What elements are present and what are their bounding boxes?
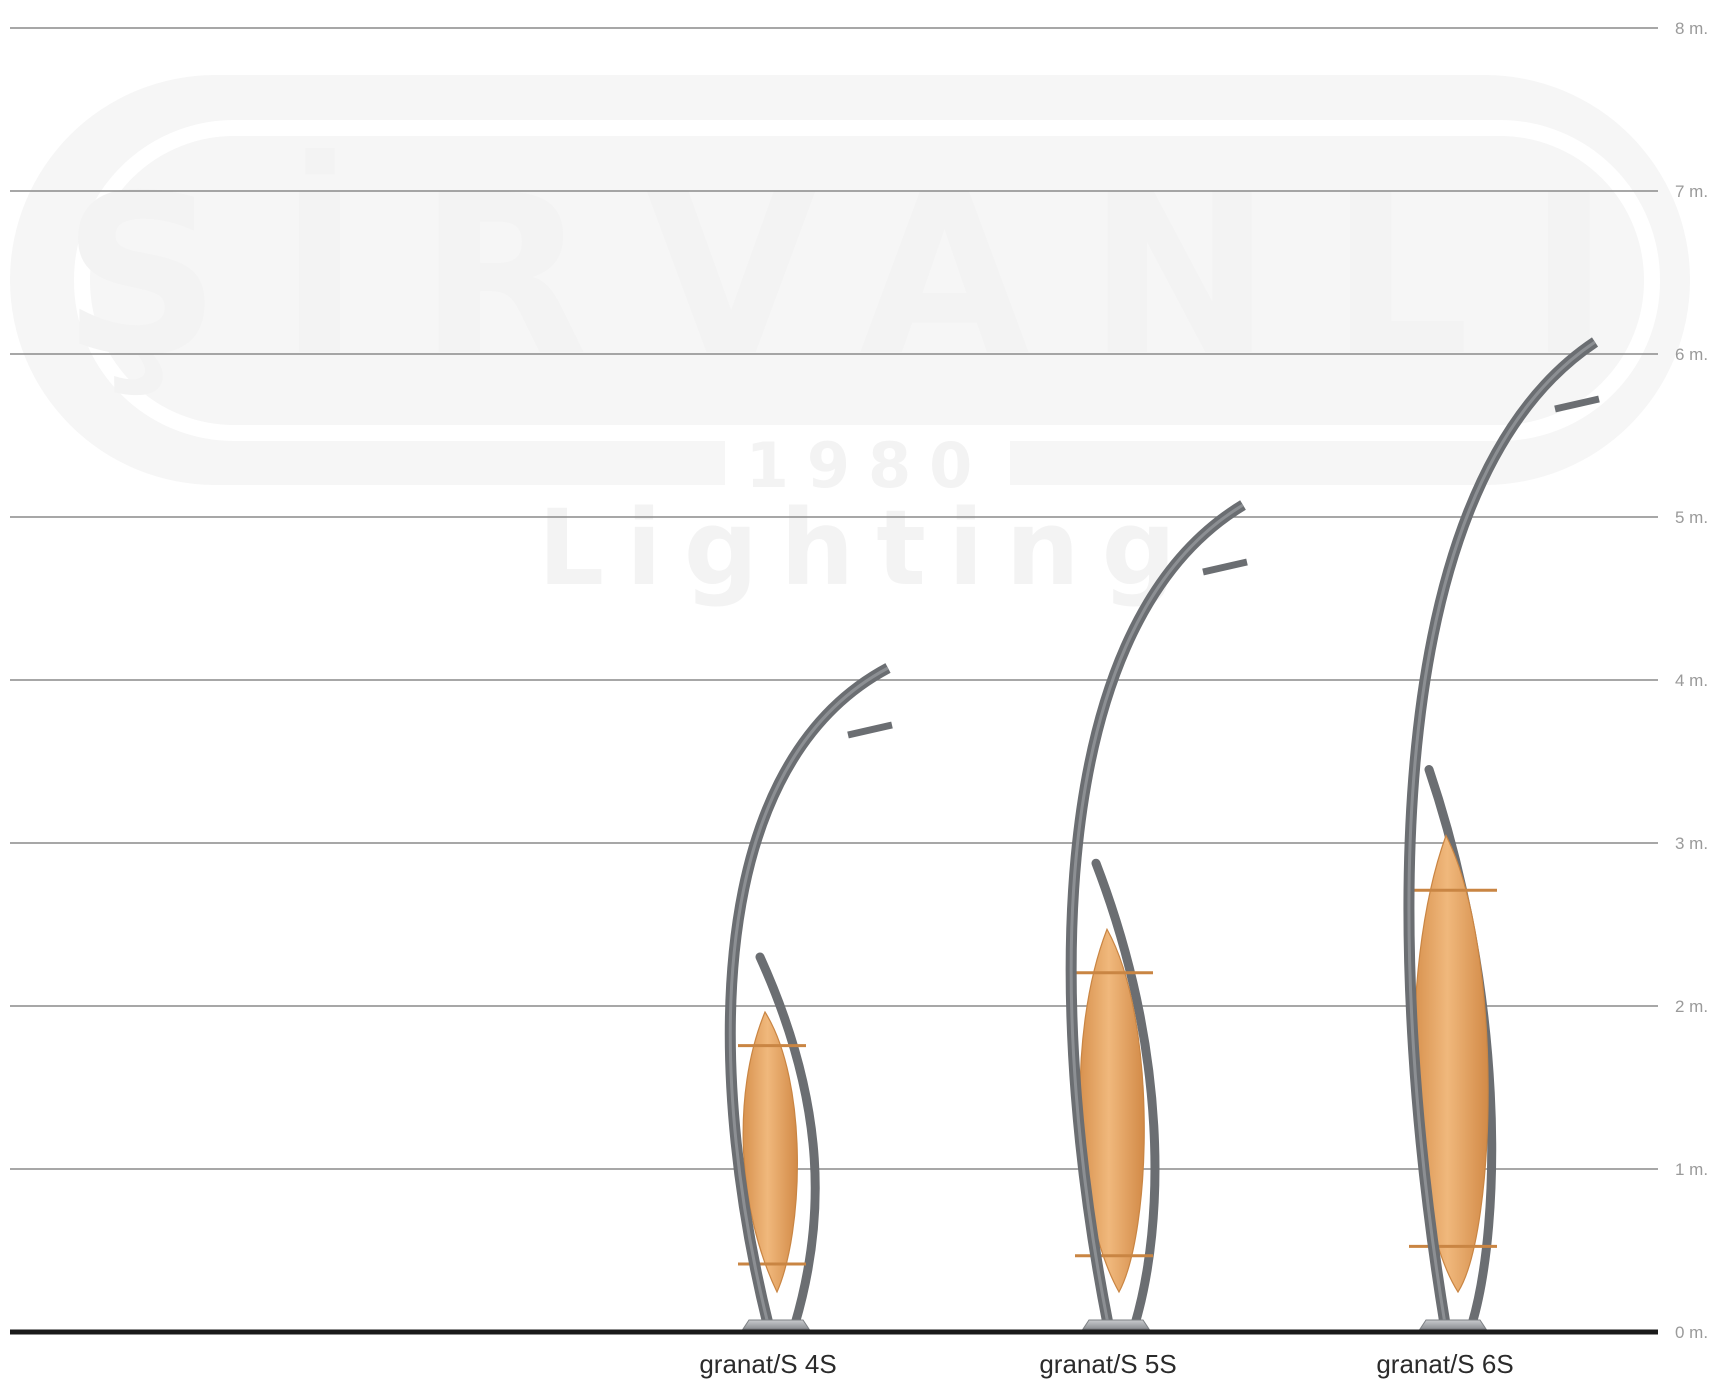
pole-highlight (1069, 503, 1244, 1325)
level-label: 8 m. (1675, 19, 1708, 38)
wood-panel (1079, 927, 1145, 1294)
pole-labels: granat/S 4S granat/S 5S granat/S 6S (699, 1349, 1513, 1379)
height-grid: 0 m. 1 m. 2 m. 3 m. 4 m. 5 m. 6 m. 7 m. 8 m. (10, 19, 1708, 1342)
level-label: 6 m. (1675, 345, 1708, 364)
lamp-arm (1554, 395, 1600, 413)
lamp-arm (847, 721, 893, 739)
pole-highlight (1407, 340, 1596, 1325)
wood-panel (742, 1010, 798, 1294)
pole-rib (1091, 858, 1160, 1329)
pole-rib (755, 952, 820, 1329)
level-label: 1 m. (1675, 1160, 1708, 1179)
pole-4m (724, 663, 893, 1330)
level-label: 2 m. (1675, 997, 1708, 1016)
level-label: 0 m. (1675, 1323, 1708, 1342)
level-label: 3 m. (1675, 834, 1708, 853)
base-plate (1082, 1319, 1150, 1330)
base-plate (1419, 1319, 1487, 1330)
level-label: 4 m. (1675, 671, 1708, 690)
pole-label: granat/S 6S (1376, 1349, 1513, 1379)
pole-highlight (728, 666, 889, 1325)
watermark-tagline: Lighting (538, 487, 1198, 609)
pole-5m (1065, 500, 1248, 1330)
watermark-year: 1980 (746, 429, 991, 502)
pole-label: granat/S 4S (699, 1349, 836, 1379)
level-label: 5 m. (1675, 508, 1708, 527)
lamp-arm (1202, 558, 1248, 576)
pole-6m (1403, 337, 1600, 1330)
base-plate (742, 1319, 810, 1330)
brand-watermark: ŞİRVANLI 1980 Lighting (10, 75, 1690, 609)
level-label: 7 m. (1675, 182, 1708, 201)
poles (724, 337, 1600, 1330)
pole-label: granat/S 5S (1039, 1349, 1176, 1379)
wood-panel (1413, 833, 1489, 1294)
watermark-year-bar (725, 432, 1010, 490)
watermark-brand: ŞİRVANLI (62, 148, 1667, 404)
watermark-outer-ring (10, 75, 1690, 485)
